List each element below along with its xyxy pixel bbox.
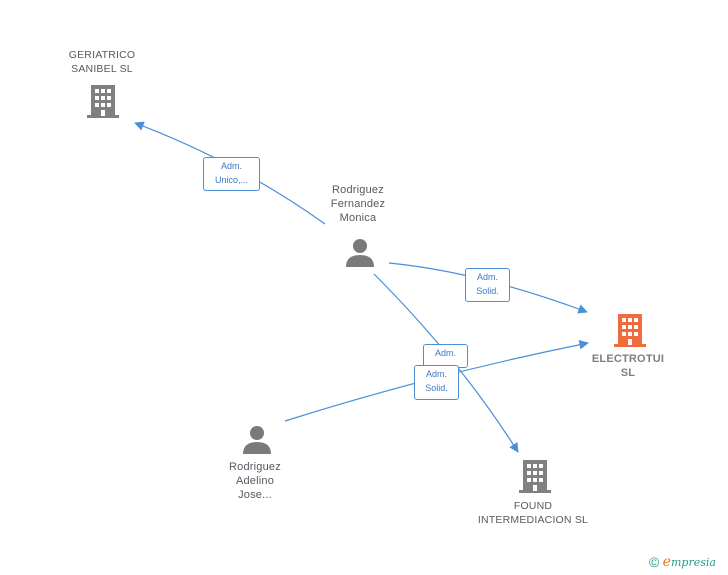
node-fernandez-line1: Rodriguez [332,184,384,196]
edge-label-adm-unico-line1: Adm. [220,161,242,171]
copyright-symbol: © [649,554,660,570]
empresia-watermark: © empresia [649,554,716,570]
edge-label-adm-solid-adelino[interactable]: Adm. Solid. [414,365,459,400]
node-found-line1: FOUND [513,500,553,512]
node-electrotui-line1: ELECTROTUI [591,353,665,365]
edge-label-adm-solid-electrotui[interactable]: Adm. Solid. [465,268,510,302]
edge-label-adm-unico[interactable]: Adm. Unico,... [203,157,260,191]
node-geriatrico-name-line1: GERIATRICO [68,49,136,61]
edge-label-adm-unico-line2: Unico,... [214,175,248,185]
node-found-label[interactable]: FOUND INTERMEDIACION SL [462,499,604,527]
edge-label-adm-solid-adelino-line1: Adm. [425,369,447,379]
edge-label-adm-solid-electrotui-line2: Solid. [476,286,499,296]
person-icon[interactable] [344,237,376,269]
node-electrotui-label[interactable]: ELECTROTUI SL [578,352,678,380]
node-fernandez-line2: Fernandez [330,198,386,210]
edge-label-adm-found-line1: Adm. [434,348,456,358]
building-icon[interactable] [613,312,647,348]
building-icon[interactable] [518,458,552,494]
node-adelino-label[interactable]: Rodriguez Adelino Jose... [205,460,305,502]
person-icon[interactable] [241,424,273,456]
node-electrotui-line2: SL [620,367,636,379]
building-icon[interactable] [86,83,120,119]
edge-label-adm-solid-electrotui-line1: Adm. [476,272,498,282]
node-found-line2: INTERMEDIACION SL [477,514,589,526]
node-adelino-line1: Rodriguez [229,461,281,473]
node-geriatrico-name-line2: SANIBEL SL [71,63,133,75]
brand-initial: e [662,554,671,570]
edge-label-adm-found[interactable]: Adm. [423,344,468,368]
node-fernandez-label[interactable]: Rodriguez Fernandez Monica [308,183,408,225]
node-adelino-line3: Jose... [238,489,272,501]
node-geriatrico-label[interactable]: GERIATRICO SANIBEL SL [48,48,156,76]
node-adelino-line2: Adelino [235,475,275,487]
edge-label-adm-solid-adelino-line2: Solid. [425,383,448,393]
node-fernandez-line3: Monica [339,212,377,224]
brand-name: mpresia [670,556,716,569]
